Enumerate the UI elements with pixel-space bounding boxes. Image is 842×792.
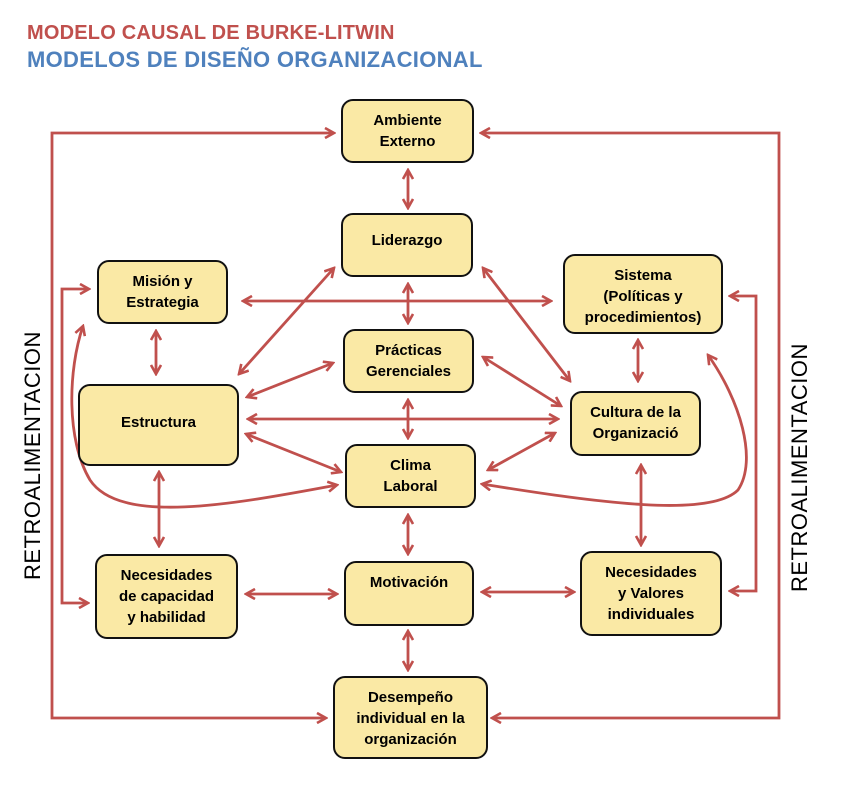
node-ambiente-externo-label: Ambiente Externo	[373, 112, 442, 150]
node-practicas-gerenciales-label: Prácticas Gerenciales	[365, 342, 452, 380]
node-cultura: Cultura de la Organizació	[570, 391, 701, 456]
arrow-practicas-cultura	[483, 357, 561, 406]
arrow-cultura-clima	[488, 433, 555, 470]
node-motivacion: Motivación	[344, 561, 474, 626]
node-sistema-label: Sistema (Políticas y procedimientos)	[584, 267, 702, 326]
node-cultura-label: Cultura de la Organizació	[590, 404, 681, 442]
curve-clima-mision	[70, 326, 337, 509]
node-sistema: Sistema (Políticas y procedimientos)	[563, 254, 723, 334]
feedback-loop-right	[481, 133, 781, 718]
node-estructura-label: Estructura	[120, 413, 197, 431]
node-necesidades-capacidad: Necesidades de capacidad y habilidad	[95, 554, 238, 639]
node-necesidades-valores-label: Necesidades y Valores individuales	[605, 564, 697, 623]
node-clima-laboral-label: Clima Laboral	[383, 457, 438, 495]
node-necesidades-capacidad-label: Necesidades de capacidad y habilidad	[118, 567, 215, 626]
node-mision-estrategia: Misión y Estrategia	[97, 260, 228, 324]
feedback-label-left: RETROALIMENTACION	[20, 331, 45, 580]
diagram-title: MODELO CAUSAL DE BURKE-LITWIN	[27, 22, 395, 44]
node-mision-estrategia-label: Misión y Estrategia	[126, 273, 199, 311]
node-practicas-gerenciales: Prácticas Gerenciales	[343, 329, 474, 393]
arrow-liderazgo-estructura	[239, 268, 334, 374]
arrow-estructura-clima	[246, 434, 341, 472]
node-ambiente-externo: Ambiente Externo	[341, 99, 474, 163]
node-clima-laboral: Clima Laboral	[345, 444, 476, 508]
node-liderazgo: Liderazgo	[341, 213, 473, 277]
node-motivacion-label: Motivación	[369, 574, 449, 591]
diagram-subtitle: MODELOS DE DISEÑO ORGANIZACIONAL	[27, 47, 483, 72]
bracket-left	[60, 289, 89, 603]
curve-clima-sistema	[482, 355, 748, 507]
bracket-right	[730, 296, 758, 591]
node-desempeno: Desempeño individual en la organización	[333, 676, 488, 759]
feedback-loop-left	[50, 133, 334, 718]
node-necesidades-valores: Necesidades y Valores individuales	[580, 551, 722, 636]
node-liderazgo-label: Liderazgo	[371, 232, 443, 249]
node-desempeno-label: Desempeño individual en la organización	[356, 689, 465, 748]
feedback-label-right: RETROALIMENTACION	[787, 343, 812, 592]
arrow-practicas-estructura	[247, 363, 333, 397]
node-estructura: Estructura	[78, 384, 239, 466]
